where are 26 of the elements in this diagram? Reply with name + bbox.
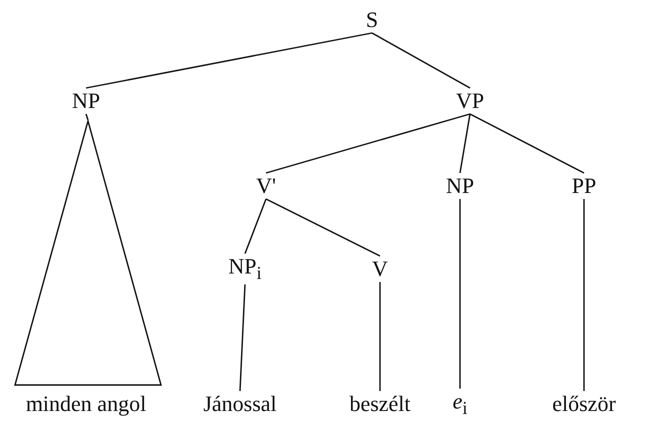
- tree-branch: [379, 282, 381, 391]
- tree-branch: [459, 199, 461, 389]
- tree-node-label: PP: [570, 173, 598, 199]
- tree-branch: [459, 114, 471, 174]
- tree-node-label: NP$_{i}$: [227, 254, 263, 284]
- tree-branch: [583, 199, 585, 391]
- tree-branch: [85, 114, 89, 120]
- tree-node-label: e$_{i}$: [452, 388, 468, 420]
- tree-node-label: először: [551, 391, 617, 417]
- tree-node-label: NP: [444, 173, 476, 199]
- word-label: minden angol: [26, 393, 146, 415]
- tree-branch: [86, 32, 372, 89]
- tree-node-label: beszélt: [348, 391, 412, 417]
- tree-branch: [372, 32, 470, 89]
- tree-node-label: Jánossal: [202, 391, 278, 417]
- tree-node-label: VP: [454, 88, 486, 114]
- tree-branch: [266, 198, 380, 257]
- tree-branch: [470, 113, 584, 174]
- tree-branch: [244, 198, 267, 254]
- tree-node-label: V': [255, 173, 277, 199]
- triangle: [14, 120, 162, 386]
- tree-branch: [239, 284, 246, 392]
- tree-branch: [266, 113, 470, 174]
- tree-node-label: NP: [70, 88, 102, 114]
- tree-node-label: V: [371, 256, 389, 282]
- tree-node-label: S: [364, 7, 380, 33]
